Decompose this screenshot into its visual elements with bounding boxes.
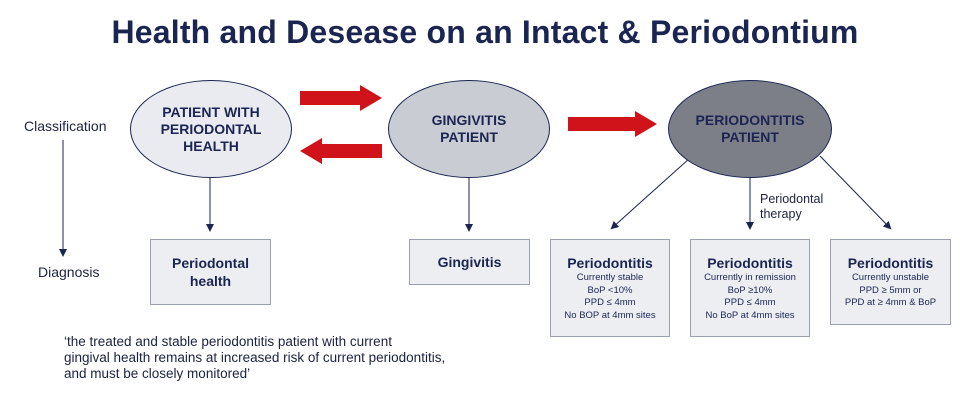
periodontal-therapy-label: Periodontal therapy: [760, 192, 823, 222]
therapy-line-1: Periodontal: [760, 192, 824, 206]
diagnosis-gingivitis-box: Gingivitis: [409, 239, 530, 285]
unstable-detail-1: Currently unstable: [851, 272, 930, 284]
gingivitis-patient-label: GINGIVITIS PATIENT: [431, 112, 507, 145]
remission-detail-1: Currently in remission: [704, 272, 796, 283]
remission-detail-2: BoP ≥10%: [727, 284, 773, 296]
stable-detail-4: No BOP at 4mm sites: [564, 309, 656, 321]
stable-detail-2: BoP <10%: [587, 284, 633, 296]
remission-detail-4: No BoP at 4mm sites: [705, 309, 795, 321]
periodontitis-patient-label: PERIODONTITIS PATIENT: [695, 112, 805, 145]
quote-line-3: and must be closely monitored’: [64, 366, 251, 381]
periodontitis-to-unstable-arrow: [819, 155, 892, 230]
diagnosis-periodontitis-remission-box: Periodontitis Currently in remission BoP…: [690, 239, 810, 337]
unstable-title: Periodontitis: [847, 255, 934, 272]
stable-detail-1: Currently stable: [576, 272, 644, 283]
quote-line-1: ‘the treated and stable periodontitis pa…: [64, 334, 392, 349]
remission-title: Periodontitis: [707, 255, 793, 271]
unstable-detail-2: PPD ≥ 5mm or: [859, 284, 922, 296]
diagnosis-periodontal-health-box: Periodontal health: [150, 239, 271, 305]
red-arrow-gingivitis-to-periodontitis: [568, 111, 657, 137]
stable-title: Periodontitis: [567, 255, 653, 271]
diagnosis-periodontal-health-title: Periodontal health: [171, 255, 249, 289]
periodontal-health-patient-label: PATIENT WITH PERIODONTAL HEALTH: [160, 103, 262, 154]
diagnosis-periodontitis-stable-box: Periodontitis Currently stable BoP <10% …: [550, 239, 670, 337]
diagnosis-label: Diagnosis: [38, 264, 100, 280]
page-title: Health and Desease on an Intact & Period…: [111, 14, 859, 50]
periodontitis-to-stable-arrow: [610, 157, 691, 230]
diagnosis-periodontitis-unstable-box: Periodontitis Currently unstable PPD ≥ 5…: [830, 239, 951, 325]
classification-label: Classification: [24, 118, 107, 134]
red-arrow-health-to-gingivitis: [300, 85, 382, 111]
diagnosis-gingivitis-title: Gingivitis: [437, 254, 502, 270]
monitoring-quote: ‘the treated and stable periodontitis pa…: [64, 334, 445, 382]
periodontitis-patient-node: PERIODONTITIS PATIENT: [668, 80, 832, 178]
unstable-detail-3: PPD at ≥ 4mm & BoP: [844, 297, 937, 309]
gingivitis-patient-node: GINGIVITIS PATIENT: [388, 80, 550, 178]
stable-detail-3: PPD ≤ 4mm: [584, 297, 636, 308]
remission-detail-3: PPD ≤ 4mm: [724, 297, 776, 308]
therapy-line-2: therapy: [760, 207, 802, 221]
quote-line-2: gingival health remains at increased ris…: [64, 350, 446, 365]
red-arrow-gingivitis-to-health: [300, 138, 382, 164]
periodontal-health-patient-node: PATIENT WITH PERIODONTAL HEALTH: [130, 80, 292, 178]
